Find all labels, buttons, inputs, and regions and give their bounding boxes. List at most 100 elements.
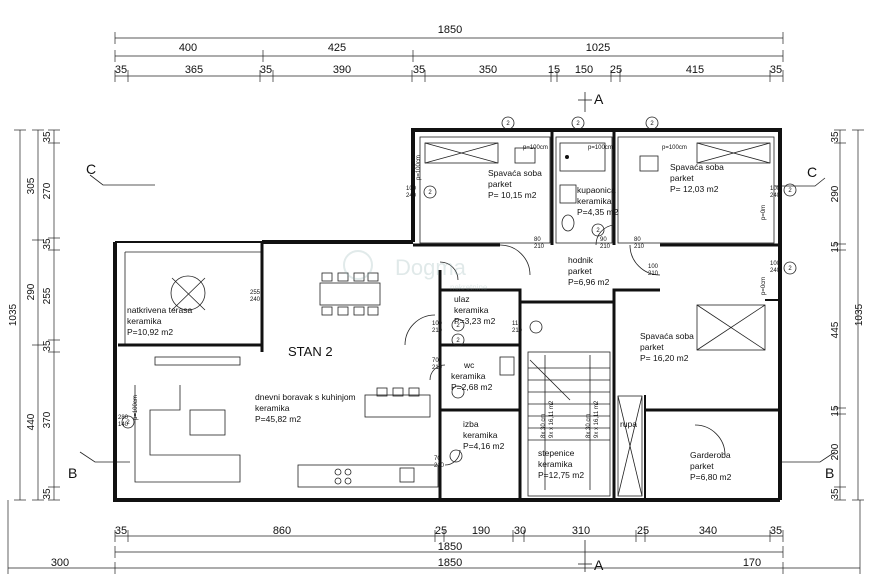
svg-text:2: 2: [456, 338, 460, 344]
svg-text:280: 280: [118, 415, 129, 421]
svg-text:210: 210: [432, 365, 443, 371]
room-spavaca-1: Spavaća soba parket P= 10,15 m2: [488, 168, 542, 200]
svg-text:240: 240: [406, 193, 417, 199]
section-c-right: C: [807, 164, 817, 180]
svg-text:izba: izba: [463, 419, 479, 429]
section-c-left: C: [86, 161, 96, 177]
dim-bot-r1-3: 190: [472, 525, 490, 537]
svg-text:parket: parket: [640, 342, 664, 352]
dim-top-r3-7: 150: [575, 64, 593, 76]
svg-text:p=0m: p=0m: [761, 205, 767, 220]
dim-left-inner-0: 35: [42, 131, 53, 143]
svg-text:210: 210: [434, 463, 445, 469]
dim-bot-total-1: 1850: [438, 541, 462, 553]
sofa: [134, 385, 241, 483]
dim-left-inner-1: 270: [42, 182, 53, 199]
svg-text:keramika: keramika: [255, 403, 290, 413]
dim-bot-r1-2: 25: [435, 525, 447, 537]
svg-text:70: 70: [434, 456, 441, 462]
svg-text:80: 80: [534, 237, 541, 243]
svg-text:9x x 16,11 m2: 9x x 16,11 m2: [549, 400, 555, 438]
svg-text:P= 16,20 m2: P= 16,20 m2: [640, 353, 689, 363]
svg-text:P=6,96 m2: P=6,96 m2: [568, 277, 610, 287]
svg-text:natkrivena terasa: natkrivena terasa: [127, 305, 192, 315]
svg-text:2: 2: [456, 323, 460, 329]
room-dnevni-boravak: dnevni boravak s kuhinjom keramika P=45,…: [255, 392, 356, 424]
dim-right-inner-4: 15: [830, 405, 841, 417]
wall-linings: [419, 136, 775, 497]
room-garderoba: Garderoba parket P=6,80 m2: [690, 450, 732, 482]
kitchen-island: [364, 394, 431, 418]
apartment-label: STAN 2: [288, 344, 333, 359]
dim-left-inner-4: 35: [42, 340, 53, 352]
dim-bot-r1-6: 25: [637, 525, 649, 537]
svg-text:parket: parket: [690, 461, 714, 471]
svg-text:P=4,16 m2: P=4,16 m2: [463, 441, 505, 451]
staircase: [528, 355, 610, 490]
kitchen-counter: [297, 464, 439, 488]
svg-text:2: 2: [506, 121, 510, 127]
dim-top-r2-1: 425: [328, 42, 346, 54]
dim-left-inner-6: 35: [42, 488, 53, 500]
svg-text:255: 255: [250, 290, 261, 296]
section-markers: A A B B C C: [68, 91, 836, 573]
svg-text:P=10,92 m2: P=10,92 m2: [127, 327, 173, 337]
svg-text:p=100cm: p=100cm: [523, 145, 548, 151]
dim-right-inner-2: 15: [830, 241, 841, 253]
svg-text:100: 100: [770, 261, 781, 267]
svg-text:2: 2: [576, 121, 580, 127]
door-swings: [404, 224, 726, 466]
svg-text:210: 210: [512, 328, 523, 334]
walls: [113, 128, 782, 502]
svg-text:ulaz: ulaz: [454, 294, 470, 304]
svg-text:210: 210: [600, 244, 611, 250]
svg-text:140: 140: [118, 422, 129, 428]
coffee-table: [189, 409, 226, 436]
svg-text:P=4,35 m2: P=4,35 m2: [577, 207, 619, 217]
dim-top-r3-2: 35: [260, 64, 272, 76]
bed-pillow-2: [696, 142, 771, 164]
dim-bot-r1-4: 30: [514, 525, 526, 537]
svg-text:p=100cm: p=100cm: [416, 155, 422, 180]
room-terasa: natkrivena terasa keramika P=10,92 m2: [127, 305, 192, 337]
dim-right-inner-3: 445: [830, 321, 841, 338]
dim-bot-r3-2: 170: [743, 557, 761, 569]
svg-text:keramika: keramika: [577, 196, 612, 206]
toilet: [561, 214, 575, 232]
svg-text:210: 210: [432, 328, 443, 334]
section-a-bottom: A: [594, 557, 604, 573]
svg-text:2: 2: [428, 190, 432, 196]
dim-bot-r1-1: 860: [273, 525, 291, 537]
section-b-right: B: [825, 465, 834, 481]
dim-top-r3-1: 365: [185, 64, 203, 76]
dim-bot-r1-8: 35: [770, 525, 782, 537]
dim-top-r3-10: 35: [770, 64, 782, 76]
svg-text:8x 30 cm: 8x 30 cm: [541, 414, 547, 438]
dim-left-inner-2: 35: [42, 238, 53, 250]
svg-text:2: 2: [596, 228, 600, 234]
washbasin: [559, 184, 577, 204]
nightstand-1: [514, 147, 536, 164]
svg-text:2: 2: [788, 266, 792, 272]
svg-text:rupa: rupa: [620, 419, 637, 429]
svg-text:Spavaća soba: Spavaća soba: [670, 162, 724, 172]
svg-text:P= 12,03 m2: P= 12,03 m2: [670, 184, 719, 194]
section-b-left: B: [68, 465, 77, 481]
dim-right-inner-5: 200: [830, 443, 841, 460]
stair-labels: 8x 30 cm 9x x 16,11 m2 8x 30 cm 9x x 16,…: [541, 400, 600, 438]
dim-left-inner-3: 255: [42, 287, 53, 304]
dim-left-total: 1035: [8, 303, 19, 326]
nightstand-2: [639, 155, 659, 172]
svg-text:240: 240: [770, 268, 781, 274]
room-spavaca-3: Spavaća soba parket P= 16,20 m2: [640, 331, 694, 363]
dim-left-outer-0: 305: [26, 177, 37, 194]
svg-text:hodnik: hodnik: [568, 255, 594, 265]
svg-text:Spavaća soba: Spavaća soba: [488, 168, 542, 178]
dim-bot-r1-5: 310: [572, 525, 590, 537]
svg-text:P=6,80 m2: P=6,80 m2: [690, 472, 732, 482]
svg-text:P=3,23 m2: P=3,23 m2: [454, 316, 496, 326]
svg-text:keramika: keramika: [463, 430, 498, 440]
furniture: [134, 142, 771, 497]
svg-text:parket: parket: [488, 179, 512, 189]
dim-top-total: 1850: [438, 24, 462, 36]
